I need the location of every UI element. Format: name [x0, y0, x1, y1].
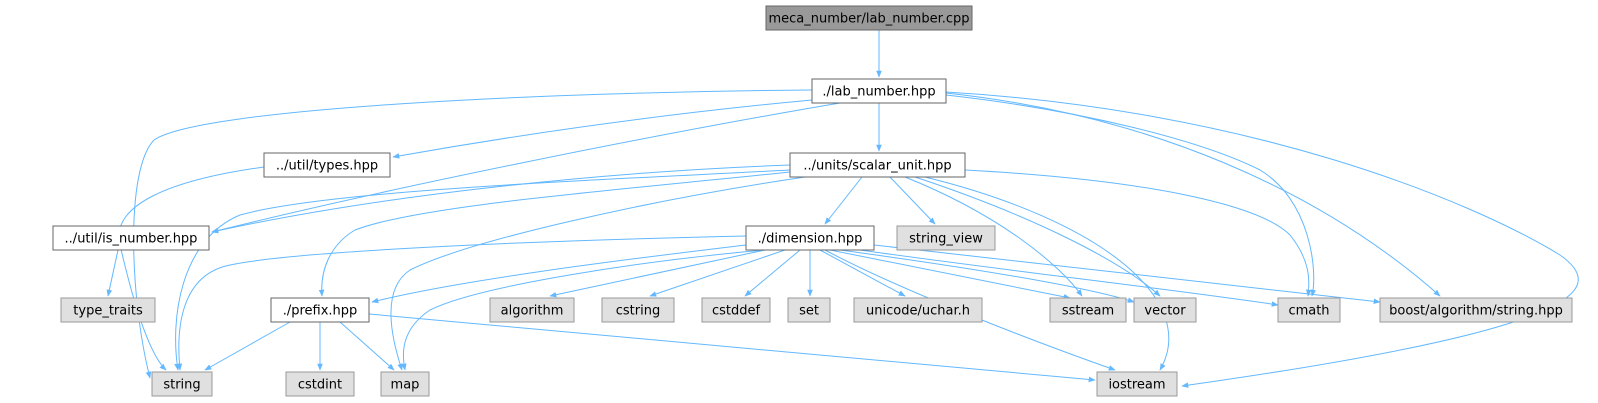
edge-scalar-string [174, 169, 791, 371]
node-label-isnum: ../util/is_number.hpp [65, 232, 198, 247]
node-cmath: cmath [1277, 297, 1341, 323]
node-label-set: set [799, 304, 819, 319]
node-label-cmath: cmath [1288, 304, 1329, 319]
node-box-dim [745, 225, 875, 251]
edge-lab-boost [945, 92, 1441, 297]
edge-lab-iostream [945, 91, 1579, 388]
node-box-vector [1133, 297, 1197, 323]
node-label-algorithm: algorithm [501, 304, 564, 319]
edge-scalar-map [390, 176, 806, 371]
node-boost: boost/algorithm/string.hpp [1379, 297, 1573, 323]
edge-scalar-prefix [318, 171, 791, 297]
node-label-typetraits: type_traits [73, 304, 143, 319]
edge-lab-cmath [945, 94, 1317, 297]
node-box-isnum [52, 225, 210, 251]
node-box-cstddef [701, 297, 771, 323]
edge-dim-cstddef [744, 249, 801, 297]
node-box-strview [896, 225, 996, 251]
node-label-uchar: unicode/uchar.h [866, 304, 970, 319]
node-string: string [151, 371, 213, 397]
node-box-cmath [1277, 297, 1341, 323]
node-box-boost [1379, 297, 1573, 323]
node-label-lab: ./lab_number.hpp [822, 85, 935, 100]
node-box-uchar [853, 297, 983, 323]
node-label-types: ../util/types.hpp [276, 159, 378, 174]
node-box-cstdint [285, 371, 355, 397]
node-box-types [263, 152, 391, 178]
node-box-scalar [789, 152, 966, 178]
node-label-strview: string_view [909, 232, 983, 247]
edge-dim-vector [839, 249, 1135, 303]
node-label-dim: ./dimension.hpp [758, 232, 863, 247]
node-label-scalar: ../units/scalar_unit.hpp [803, 159, 951, 174]
edge-dim-cstring [649, 249, 786, 297]
edge-prefix-map [339, 321, 395, 371]
edge-dim-algorithm [549, 249, 766, 298]
edge-scalar-cmath [964, 169, 1312, 297]
edge-dim-string [176, 235, 747, 371]
node-prefix[interactable]: ./prefix.hpp [270, 297, 370, 323]
node-cstdint: cstdint [285, 371, 355, 397]
node-cstring: cstring [601, 297, 675, 323]
node-box-prefix [270, 297, 370, 323]
node-algorithm: algorithm [489, 297, 575, 323]
node-label-string: string [163, 378, 200, 393]
edge-scalar-sstream [904, 176, 1083, 297]
node-label-cstring: cstring [616, 304, 660, 319]
node-box-iostream [1096, 371, 1178, 397]
edge-scalar-isnum [211, 164, 791, 234]
node-types[interactable]: ../util/types.hpp [263, 152, 391, 178]
node-iostream: iostream [1096, 371, 1178, 397]
node-cstddef: cstddef [701, 297, 771, 323]
node-box-lab [811, 78, 947, 104]
edge-lab-types [392, 99, 813, 159]
node-box-string [151, 371, 213, 397]
edge-dim-map [401, 249, 766, 371]
edge-lab-isnum [211, 102, 841, 234]
node-set: set [787, 297, 831, 323]
node-box-root [765, 5, 973, 31]
edge-prefix-string [204, 321, 291, 371]
node-box-algorithm [489, 297, 575, 323]
edge-dim-sstream [829, 249, 1071, 300]
node-box-typetraits [60, 297, 156, 323]
edge-dim-prefix [371, 244, 747, 304]
node-label-cstddef: cstddef [712, 304, 761, 319]
node-layer: meca_number/lab_number.cpp ./lab_number.h… [52, 5, 1573, 397]
node-isnum[interactable]: ../util/is_number.hpp [52, 225, 210, 251]
node-label-prefix: ./prefix.hpp [283, 304, 358, 319]
node-uchar: unicode/uchar.h [853, 297, 983, 323]
edge-scalar-strview [889, 176, 936, 225]
edge-isnum-typetraits [106, 249, 119, 297]
node-box-cstring [601, 297, 675, 323]
node-dim[interactable]: ./dimension.hpp [745, 225, 875, 251]
node-label-map: map [391, 378, 420, 393]
edge-dim-cmath [859, 249, 1279, 307]
node-box-map [380, 371, 430, 397]
node-box-sstream [1049, 297, 1127, 323]
node-vector: vector [1133, 297, 1197, 323]
node-label-vector: vector [1144, 304, 1186, 319]
node-scalar[interactable]: ../units/scalar_unit.hpp [789, 152, 966, 178]
edge-types-string [118, 166, 265, 371]
node-lab[interactable]: ./lab_number.hpp [811, 78, 947, 104]
node-box-set [787, 297, 831, 323]
node-label-boost: boost/algorithm/string.hpp [1389, 304, 1563, 319]
edge-lab-string [133, 89, 813, 379]
node-label-iostream: iostream [1108, 378, 1165, 393]
edge-dim-uchar [819, 249, 906, 297]
node-root[interactable]: meca_number/lab_number.cpp [765, 5, 973, 31]
edge-scalar-iostream [924, 176, 1170, 371]
node-label-cstdint: cstdint [298, 378, 342, 393]
edge-scalar-dim [824, 176, 863, 225]
node-map: map [380, 371, 430, 397]
edge-prefix-iostream [368, 313, 1096, 383]
node-strview: string_view [896, 225, 996, 251]
node-label-root: meca_number/lab_number.cpp [768, 12, 969, 27]
node-sstream: sstream [1049, 297, 1127, 323]
node-typetraits: type_traits [60, 297, 156, 323]
node-label-sstream: sstream [1062, 304, 1114, 319]
